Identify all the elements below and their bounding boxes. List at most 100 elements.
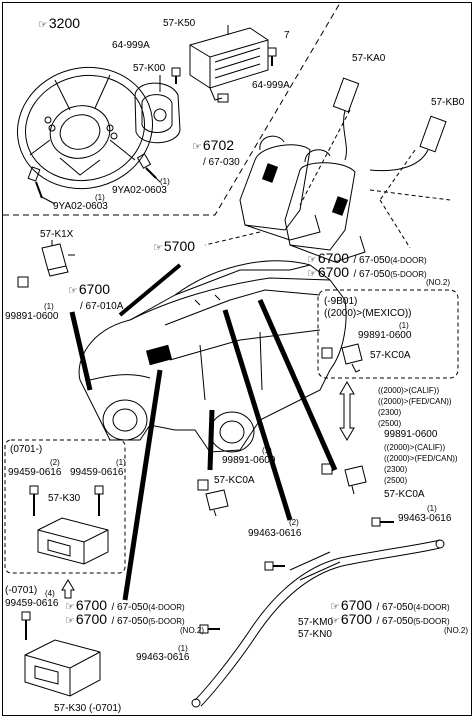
label-calif-1: ((2000)>(CALIF)): [378, 386, 440, 395]
wheel-bolt-right: [136, 153, 157, 179]
ref-6700-sdm-4door[interactable]: ☞6700 / 67-050(4-DOOR): [65, 597, 185, 613]
qty-99463-e: (1): [178, 644, 188, 653]
label-99459-l: 99459-0616: [8, 467, 62, 478]
qty-99463-c: (1): [427, 504, 437, 513]
variant-swap-arrow: [339, 381, 355, 441]
strip-kc0a-lower: [207, 409, 215, 471]
front-seats-illustration: [239, 135, 366, 263]
bolt-99463-e: [199, 624, 220, 634]
bolt-99463-c: [371, 517, 394, 527]
ref-6700-sdm-5door[interactable]: ☞6700 / 67-050(5-DOOR): [65, 611, 185, 627]
pointing-hand-icon: ☞: [38, 19, 48, 31]
sdm-0701-box: [4, 439, 126, 574]
label-calif-8: (2500): [384, 476, 408, 485]
label-calif-2: ((2000)>(FED/CAN)): [378, 397, 452, 406]
qty-99459-l: (2): [50, 458, 60, 467]
sdm-swap-arrow: [61, 579, 75, 599]
bolt-99459-b: [21, 611, 31, 640]
k50-harness: [209, 87, 223, 101]
sensor-kc0a-d: [205, 489, 229, 517]
pointing-hand-icon: ☞: [330, 615, 340, 627]
label-57-km0: 57-KM0: [298, 617, 334, 628]
label-64-999a-top: 64-999A: [112, 40, 150, 51]
steering-wheel-illustration: [17, 66, 153, 190]
wheel-bolt-left: [27, 166, 43, 199]
ref-6700-seat-5door[interactable]: ☞6700 / 67-050(5-DOOR): [307, 264, 427, 280]
bolt-99459-r: [94, 485, 104, 516]
sdm-k30-lower: [24, 639, 101, 697]
label-99459-b: 99459-0616: [5, 598, 59, 609]
qty-99891-a: (1): [44, 302, 54, 311]
seat-dashed-leader-5: [204, 231, 261, 246]
ref-6702-sub: / 67-030: [203, 157, 240, 168]
label-9ya02-right: 9YA02-0603: [112, 185, 167, 196]
ref-6700-seat-4door[interactable]: ☞6700 / 67-050(4-DOOR): [307, 250, 427, 266]
label-calif-5: ((2000)>(CALIF)): [384, 443, 446, 452]
ref-6702[interactable]: ☞6702: [192, 137, 235, 153]
label-57-k30-lower: 57-K30 (-0701): [54, 703, 122, 714]
label-57-ka0: 57-KA0: [352, 53, 386, 64]
ref-5700[interactable]: ☞5700: [153, 238, 196, 254]
label-9ya02-left: 9YA02-0603: [53, 201, 108, 212]
pointing-hand-icon: ☞: [68, 285, 78, 297]
ref-6700-curtain-4door[interactable]: ☞6700 / 67-050(4-DOOR): [330, 597, 450, 613]
label-0701-box: (0701-): [10, 444, 43, 455]
qty-ya02-2: (1): [160, 177, 170, 186]
strip-seat: [118, 263, 182, 317]
seat-dashed-leader-4: [369, 189, 451, 201]
nut-99891-c: [321, 463, 333, 475]
label-57-kn0: 57-KN0: [298, 629, 332, 640]
pointing-hand-icon: ☞: [65, 615, 75, 627]
k50-bolt-left: [171, 67, 181, 84]
label-99463-c: 99463-0616: [398, 513, 452, 524]
label-no2-sdm: (NO.2): [180, 626, 204, 635]
label-57-k1x: 57-K1X: [40, 229, 74, 240]
mexico-variant-box: [317, 289, 459, 379]
driver-airbag-module: [134, 82, 181, 144]
passenger-airbag-module: [189, 27, 269, 89]
label-99891-a: 99891-0600: [5, 311, 59, 322]
car-body-illustration: [78, 260, 347, 453]
top-section-separator: [3, 2, 341, 216]
ref-3200[interactable]: ☞3200: [38, 15, 81, 31]
seat-dashed-leader-2: [379, 149, 416, 201]
bolt-99459-l: [29, 485, 39, 516]
pointing-hand-icon: ☞: [153, 242, 163, 254]
leader-ya02-2: [149, 171, 161, 183]
ref-6700-k1x[interactable]: ☞6700: [68, 281, 111, 297]
curtain-airbag-ka0: [332, 77, 360, 161]
label-64-999a-right: 64-999A: [252, 80, 290, 91]
seat-dashed-leader-1: [299, 109, 351, 206]
label-57-kc0a-c: 57-KC0A: [384, 489, 425, 500]
sensor-k1x: [41, 243, 69, 277]
label-99463-d: 99463-0616: [248, 528, 302, 539]
k50-connector: [217, 93, 229, 103]
ref-6700-curtain-5door[interactable]: ☞6700 / 67-050(5-DOOR): [330, 611, 450, 627]
ref-6700-k1x-sub: / 67-010A: [80, 301, 124, 312]
sensor-kc0a-c: [344, 465, 367, 495]
label-no2-curtain: (NO.2): [444, 626, 468, 635]
nut-99891-d: [197, 479, 209, 491]
label-calif-7: (2300): [384, 465, 408, 474]
label-no2-seat: (NO.2): [426, 278, 450, 287]
label-99459-r: 99459-0616: [70, 467, 124, 478]
label-57-kc0a-b: 57-KC0A: [370, 350, 411, 361]
label-57-k00: 57-K00: [133, 63, 166, 74]
qty-99891-b: (1): [399, 321, 409, 330]
label-57-kb0: 57-KB0: [431, 97, 465, 108]
label-99891-d: 99891-0600: [222, 455, 276, 466]
label-57-k50: 57-K50: [163, 18, 196, 29]
label-minus-0701: (-0701): [5, 585, 38, 596]
label-57-kc0a-d: 57-KC0A: [214, 475, 255, 486]
pointing-hand-icon: ☞: [307, 268, 317, 280]
label-99891-c: 99891-0600: [384, 429, 438, 440]
strip-curtain: [222, 309, 293, 521]
pointing-hand-icon: ☞: [65, 601, 75, 613]
sdm-k30-upper: [37, 517, 109, 565]
qty-99459-b: (4): [45, 589, 55, 598]
sensor-kc0a-b: [341, 343, 363, 373]
pointing-hand-icon: ☞: [307, 254, 317, 266]
qty-99459-r: (1): [116, 458, 126, 467]
